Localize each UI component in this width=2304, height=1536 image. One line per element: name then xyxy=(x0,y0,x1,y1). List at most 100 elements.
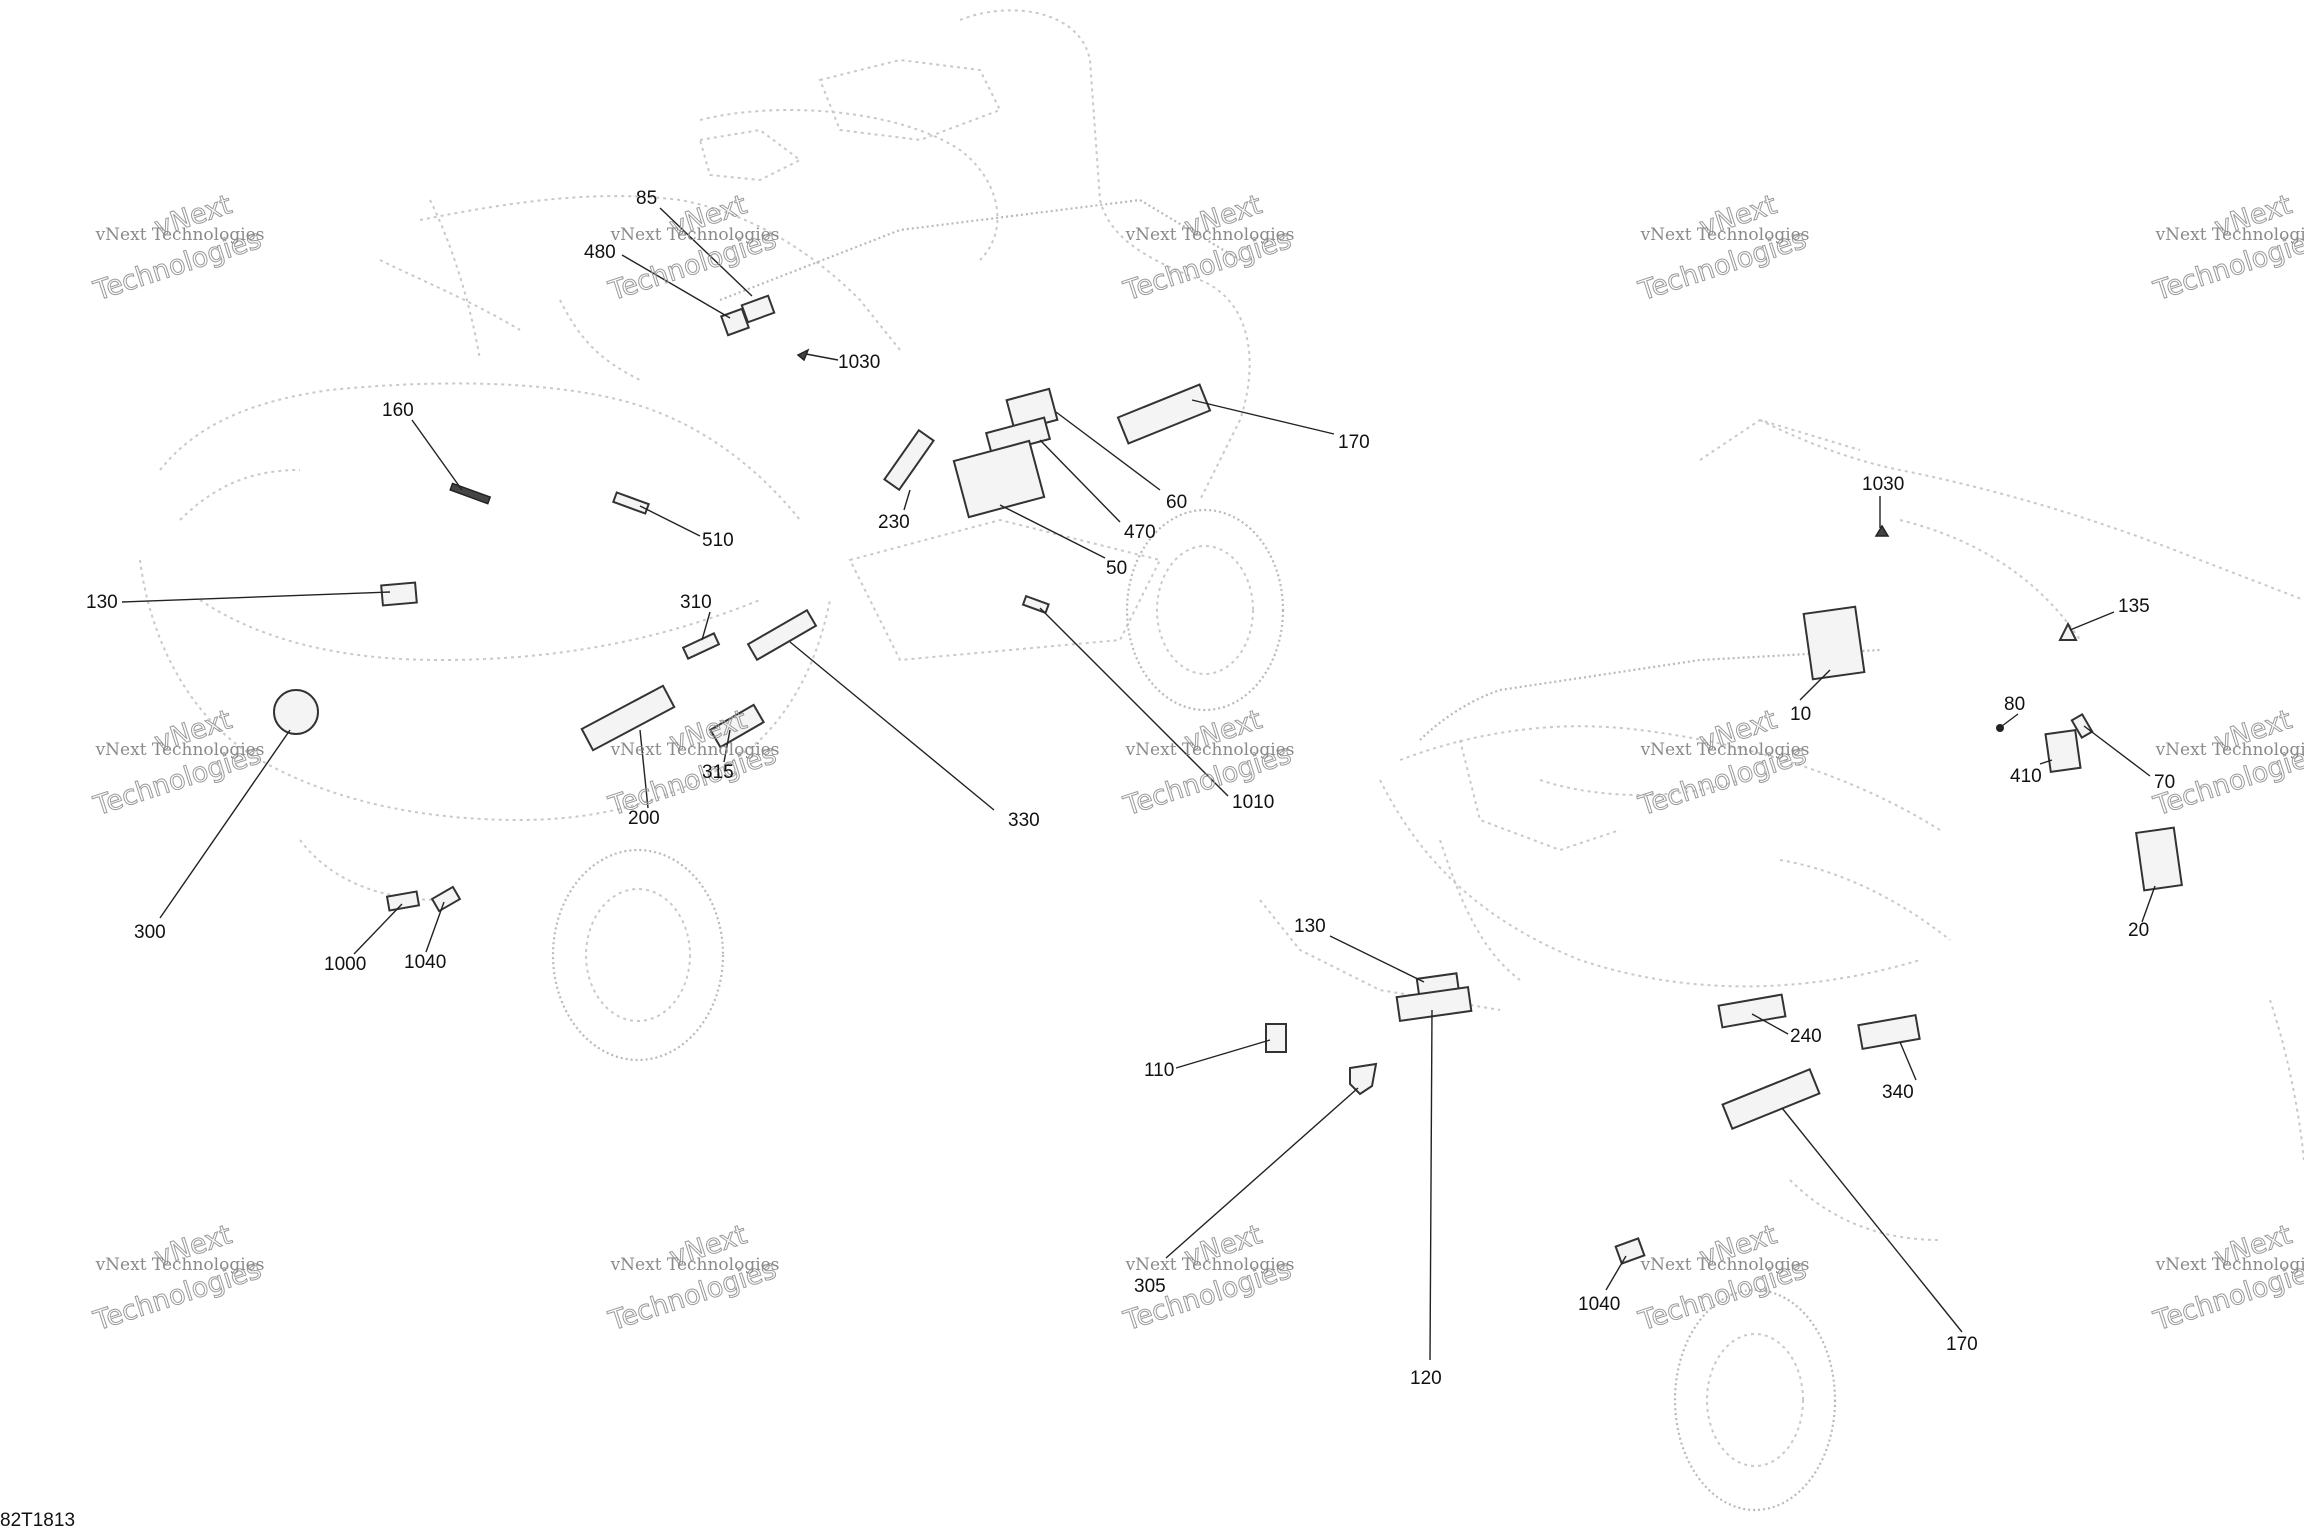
watermark-line1: vNext Technologies xyxy=(1125,225,1295,245)
callout-510: 510 xyxy=(702,530,734,551)
decal-300 xyxy=(273,689,319,735)
watermark-line1: vNext Technologies xyxy=(1125,740,1295,760)
decal-510 xyxy=(612,491,650,515)
callout-1030: 1030 xyxy=(1862,474,1904,495)
callout-1040: 1040 xyxy=(1578,1294,1620,1315)
callout-50: 50 xyxy=(1106,558,1127,579)
decal-1000 xyxy=(385,890,421,912)
watermark-line1: vNext Technologies xyxy=(2155,225,2304,245)
decal-135 xyxy=(2058,621,2078,641)
watermark-line1: vNext Technologies xyxy=(1640,740,1810,760)
decal-20 xyxy=(2135,826,2183,892)
callout-300: 300 xyxy=(134,922,166,943)
decal-1040-right xyxy=(1614,1237,1646,1265)
decal-85 xyxy=(740,294,776,324)
callout-200: 200 xyxy=(628,808,660,829)
decal-340 xyxy=(1857,1013,1921,1051)
decal-230 xyxy=(883,428,935,492)
callout-135: 135 xyxy=(2118,596,2150,617)
watermark-line1: vNext Technologies xyxy=(1125,1255,1295,1275)
callout-20: 20 xyxy=(2128,920,2149,941)
watermark-line1: vNext Technologies xyxy=(2155,1255,2304,1275)
callout-1000: 1000 xyxy=(324,954,366,975)
callout-170: 170 xyxy=(1338,432,1370,453)
watermark-line1: vNext Technologies xyxy=(2155,740,2304,760)
decal-70 xyxy=(2070,712,2094,740)
decal-1030-left xyxy=(796,348,810,362)
decal-330 xyxy=(746,608,818,662)
callout-70: 70 xyxy=(2154,772,2175,793)
callout-60: 60 xyxy=(1166,492,1187,513)
leader-lines xyxy=(121,207,2156,1361)
decal-410 xyxy=(2044,728,2082,774)
watermark-line1: vNext Technologies xyxy=(610,225,780,245)
callout-480: 480 xyxy=(584,242,616,263)
decal-315 xyxy=(708,703,766,749)
decal-170-left xyxy=(1116,383,1212,445)
watermark-line1: vNext Technologies xyxy=(610,1255,780,1275)
decal-1010 xyxy=(1021,594,1050,615)
decal-1030-right xyxy=(1874,524,1890,537)
decal-1040-left xyxy=(430,885,462,913)
decal-120 xyxy=(1395,985,1473,1023)
callout-120: 120 xyxy=(1410,1368,1442,1389)
callout-315: 315 xyxy=(702,762,734,783)
decal-480 xyxy=(719,307,751,337)
callout-130: 130 xyxy=(86,592,118,613)
callout-10: 10 xyxy=(1790,704,1811,725)
callout-110: 110 xyxy=(1144,1060,1174,1081)
callout-310: 310 xyxy=(680,592,712,613)
right-atv-outline xyxy=(1259,418,2304,1512)
decal-310 xyxy=(681,632,721,660)
callout-170: 170 xyxy=(1946,1334,1978,1355)
diagram-code: 82T1813 xyxy=(0,1510,76,1531)
decal-110 xyxy=(1265,1023,1287,1053)
callout-130: 130 xyxy=(1294,916,1326,937)
left-atv-outline xyxy=(139,9,1285,1062)
decal-305 xyxy=(1349,1062,1378,1096)
callout-160: 160 xyxy=(382,400,414,421)
callout-240: 240 xyxy=(1790,1026,1822,1047)
right-atv-decals xyxy=(1265,524,2183,1265)
callout-410: 410 xyxy=(2010,766,2042,787)
decal-50 xyxy=(952,439,1046,519)
callout-470: 470 xyxy=(1124,522,1156,543)
watermark-line1: vNext Technologies xyxy=(95,225,265,245)
callout-1040: 1040 xyxy=(404,952,446,973)
decal-200 xyxy=(580,684,676,752)
callout-labels: 85 480 1030 160 170 60 230 470 510 50 13… xyxy=(86,188,2175,1389)
callout-230: 230 xyxy=(878,512,910,533)
watermark-line1: vNext Technologies xyxy=(95,1255,265,1275)
callout-1030: 1030 xyxy=(838,352,880,373)
callout-1010: 1010 xyxy=(1232,792,1274,813)
callout-330: 330 xyxy=(1008,810,1040,831)
left-atv-decals xyxy=(273,294,1212,913)
callout-85: 85 xyxy=(636,188,657,209)
callout-80: 80 xyxy=(2004,694,2025,715)
watermark-line1: vNext Technologies xyxy=(610,740,780,760)
decal-240 xyxy=(1717,993,1787,1029)
watermark-line1: vNext Technologies xyxy=(1640,1255,1810,1275)
callout-340: 340 xyxy=(1882,1082,1914,1103)
decal-10 xyxy=(1802,605,1866,681)
decal-160 xyxy=(449,482,492,505)
decal-130-left xyxy=(380,581,418,607)
watermark-line1: vNext Technologies xyxy=(95,740,265,760)
watermark-line1: vNext Technologies xyxy=(1640,225,1810,245)
decal-170-right xyxy=(1721,1068,1821,1130)
callout-305: 305 xyxy=(1134,1276,1166,1297)
